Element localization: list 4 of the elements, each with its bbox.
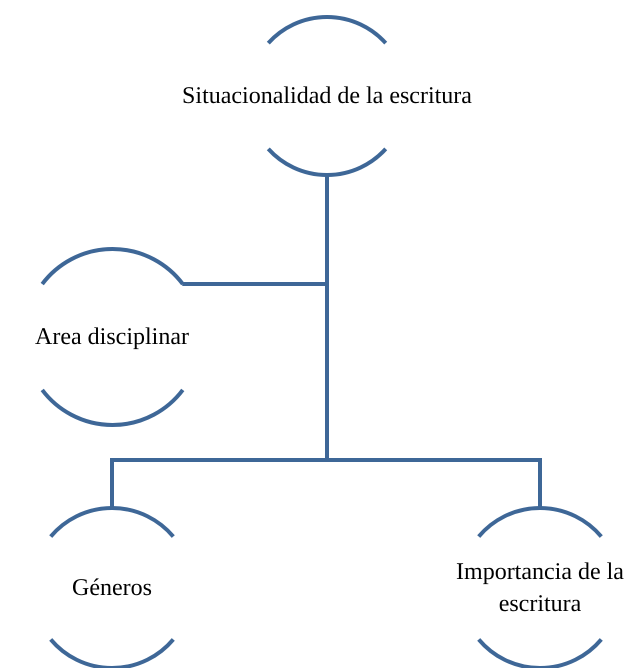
node-label: Situacionalidad de la escritura (182, 82, 472, 111)
node-label: Géneros (71, 574, 153, 603)
node-label: Importancia de la escritura (455, 558, 625, 619)
node-label: Area disciplinar (34, 323, 190, 352)
